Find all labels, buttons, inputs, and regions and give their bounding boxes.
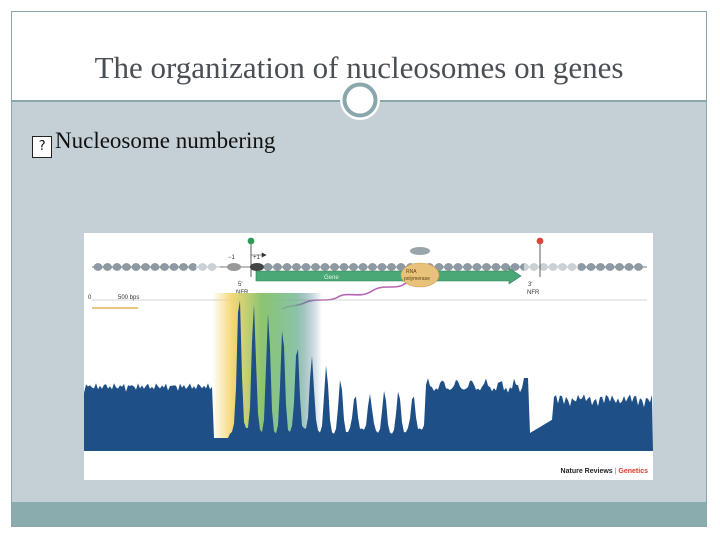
nucleosome-bead <box>273 263 282 271</box>
nucleosome-bead <box>444 263 453 271</box>
nucleosome-diagram: −1 +1 Gene RNA polymerase 5′ NFR 3′ NFR … <box>84 237 653 480</box>
nucleosome-array-left <box>93 263 217 271</box>
nucleosome-bead <box>453 263 463 271</box>
bullet-glyph-icon: ? <box>32 136 52 158</box>
rna-pol-label-1: RNA <box>406 269 417 275</box>
nucleosome-bead <box>263 263 273 271</box>
label-three-prime: 3′ <box>528 282 533 288</box>
label-minus-one: −1 <box>228 255 236 261</box>
nucleosome-bead <box>339 263 349 271</box>
figure-credit: Nature Reviews | Genetics <box>561 468 648 475</box>
nucleosome-bead <box>491 263 501 271</box>
rna-polymerase <box>400 262 440 288</box>
nucleosome-bead <box>330 263 339 271</box>
nucleosome-bead <box>577 263 586 271</box>
bullet-item: ?Nucleosome numbering <box>32 128 275 158</box>
scale-500-label: 500 bps <box>118 295 139 301</box>
tts-marker-icon <box>536 237 544 245</box>
nucleosome-bead <box>301 263 311 271</box>
nucleosome-bead <box>605 263 615 271</box>
credit-journal: Nature Reviews <box>560 468 613 475</box>
nucleosome-bead <box>501 263 510 271</box>
nucleosome-bead <box>396 263 406 271</box>
nucleosome-bead <box>160 263 169 271</box>
nucleosome-bead <box>311 263 320 271</box>
nucleosome-bead <box>634 263 643 271</box>
nucleosome-bead <box>368 263 377 271</box>
nucleosome-bead <box>188 263 198 271</box>
footer-bar <box>12 502 706 526</box>
credit-section: Genetics <box>618 468 648 475</box>
rna-pol-label-2: polymerase <box>404 276 430 282</box>
nucleosome-bead <box>103 263 112 271</box>
nucleosome-bead <box>320 263 330 271</box>
nucleosome-figure: −1 +1 Gene RNA polymerase 5′ NFR 3′ NFR … <box>84 233 653 480</box>
nucleosome-bead <box>179 263 188 271</box>
tss-marker-icon <box>247 237 255 245</box>
nucleosome-minus-one <box>227 263 241 271</box>
nucleosome-bead <box>112 263 122 271</box>
nucleosome-bead <box>377 263 387 271</box>
circle-ornament-icon <box>340 80 380 120</box>
nucleosome-bead <box>463 263 472 271</box>
nucleosome-bead <box>615 263 624 271</box>
scale-zero-label: 0 <box>88 295 92 301</box>
nucleosome-bead <box>358 263 368 271</box>
nucleosome-bead <box>472 263 482 271</box>
label-plus-one: +1 <box>253 255 261 261</box>
nucleosome-bead <box>387 263 396 271</box>
nucleosome-bead <box>169 263 179 271</box>
nucleosome-bead <box>624 263 634 271</box>
nucleosome-bead <box>510 263 520 271</box>
nucleosome-bead <box>292 263 301 271</box>
nucleosome-bead <box>282 263 292 271</box>
nucleosome-bead <box>434 263 444 271</box>
displaced-nucleosome <box>410 247 430 255</box>
occupancy-profile <box>84 300 653 451</box>
nucleosome-plus-one <box>250 263 264 271</box>
bullet-text: Nucleosome numbering <box>55 128 276 153</box>
nucleosome-bead <box>141 263 150 271</box>
nucleosome-bead <box>122 263 131 271</box>
credit-separator: | <box>614 468 617 475</box>
gene-label: Gene <box>324 275 339 281</box>
gene-arrow <box>255 267 522 285</box>
slide-frame <box>11 11 707 527</box>
nucleosome-bead <box>482 263 491 271</box>
nucleosome-bead <box>93 263 103 271</box>
nucleosome-bead <box>586 263 596 271</box>
nucleosome-bead <box>131 263 141 271</box>
nucleosome-bead <box>150 263 160 271</box>
nucleosome-bead <box>349 263 358 271</box>
nucleosome-bead <box>596 263 605 271</box>
slide-title: The organization of nucleosomes on genes <box>94 50 624 85</box>
label-five-prime: 5′ <box>238 282 243 288</box>
label-nfr-three: NFR <box>527 290 540 296</box>
tss-arrow-icon <box>251 252 267 258</box>
